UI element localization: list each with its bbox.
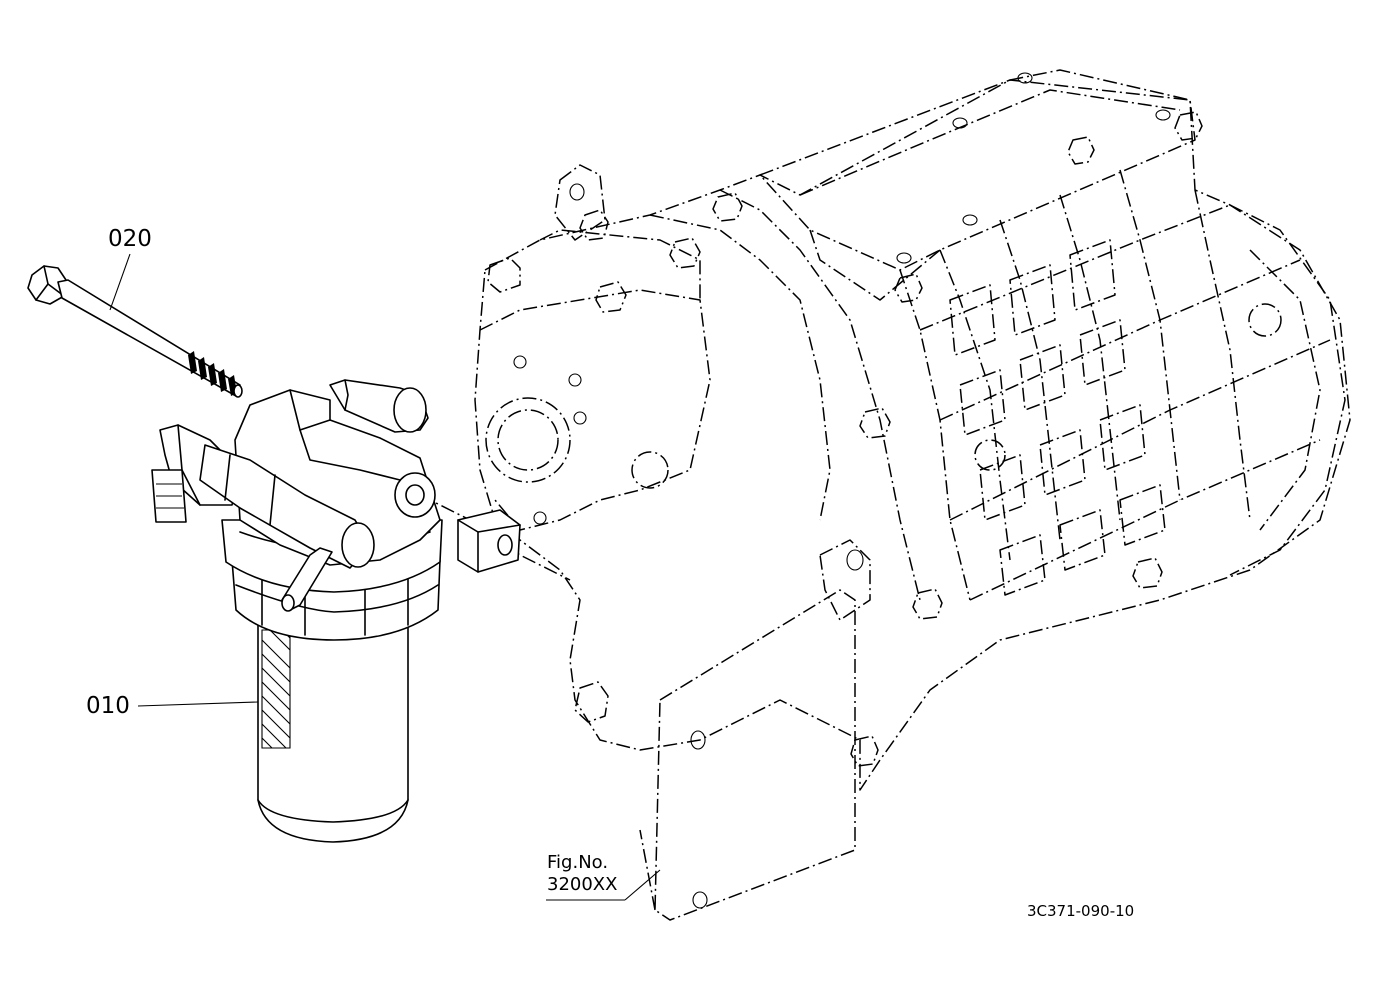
part-010-fuel-filter [151, 379, 443, 843]
part-020-bolt [27, 265, 243, 398]
figure-reference-label: Fig.No. [547, 852, 609, 873]
figure-reference: Fig.No. 3200XX [547, 852, 617, 896]
drawing-id: 3C371-090-10 [1027, 902, 1135, 920]
figure-reference-number: 3200XX [547, 874, 618, 895]
leader-020 [109, 253, 131, 311]
transmission-housing [419, 69, 1351, 921]
callout-010: 010 [86, 693, 130, 719]
leader-010 [137, 701, 259, 707]
housing-bolt-heads [487, 111, 1203, 767]
leader-fig-ref-diag [624, 869, 661, 901]
callout-020: 020 [108, 226, 152, 252]
spacer-collar [457, 509, 521, 573]
